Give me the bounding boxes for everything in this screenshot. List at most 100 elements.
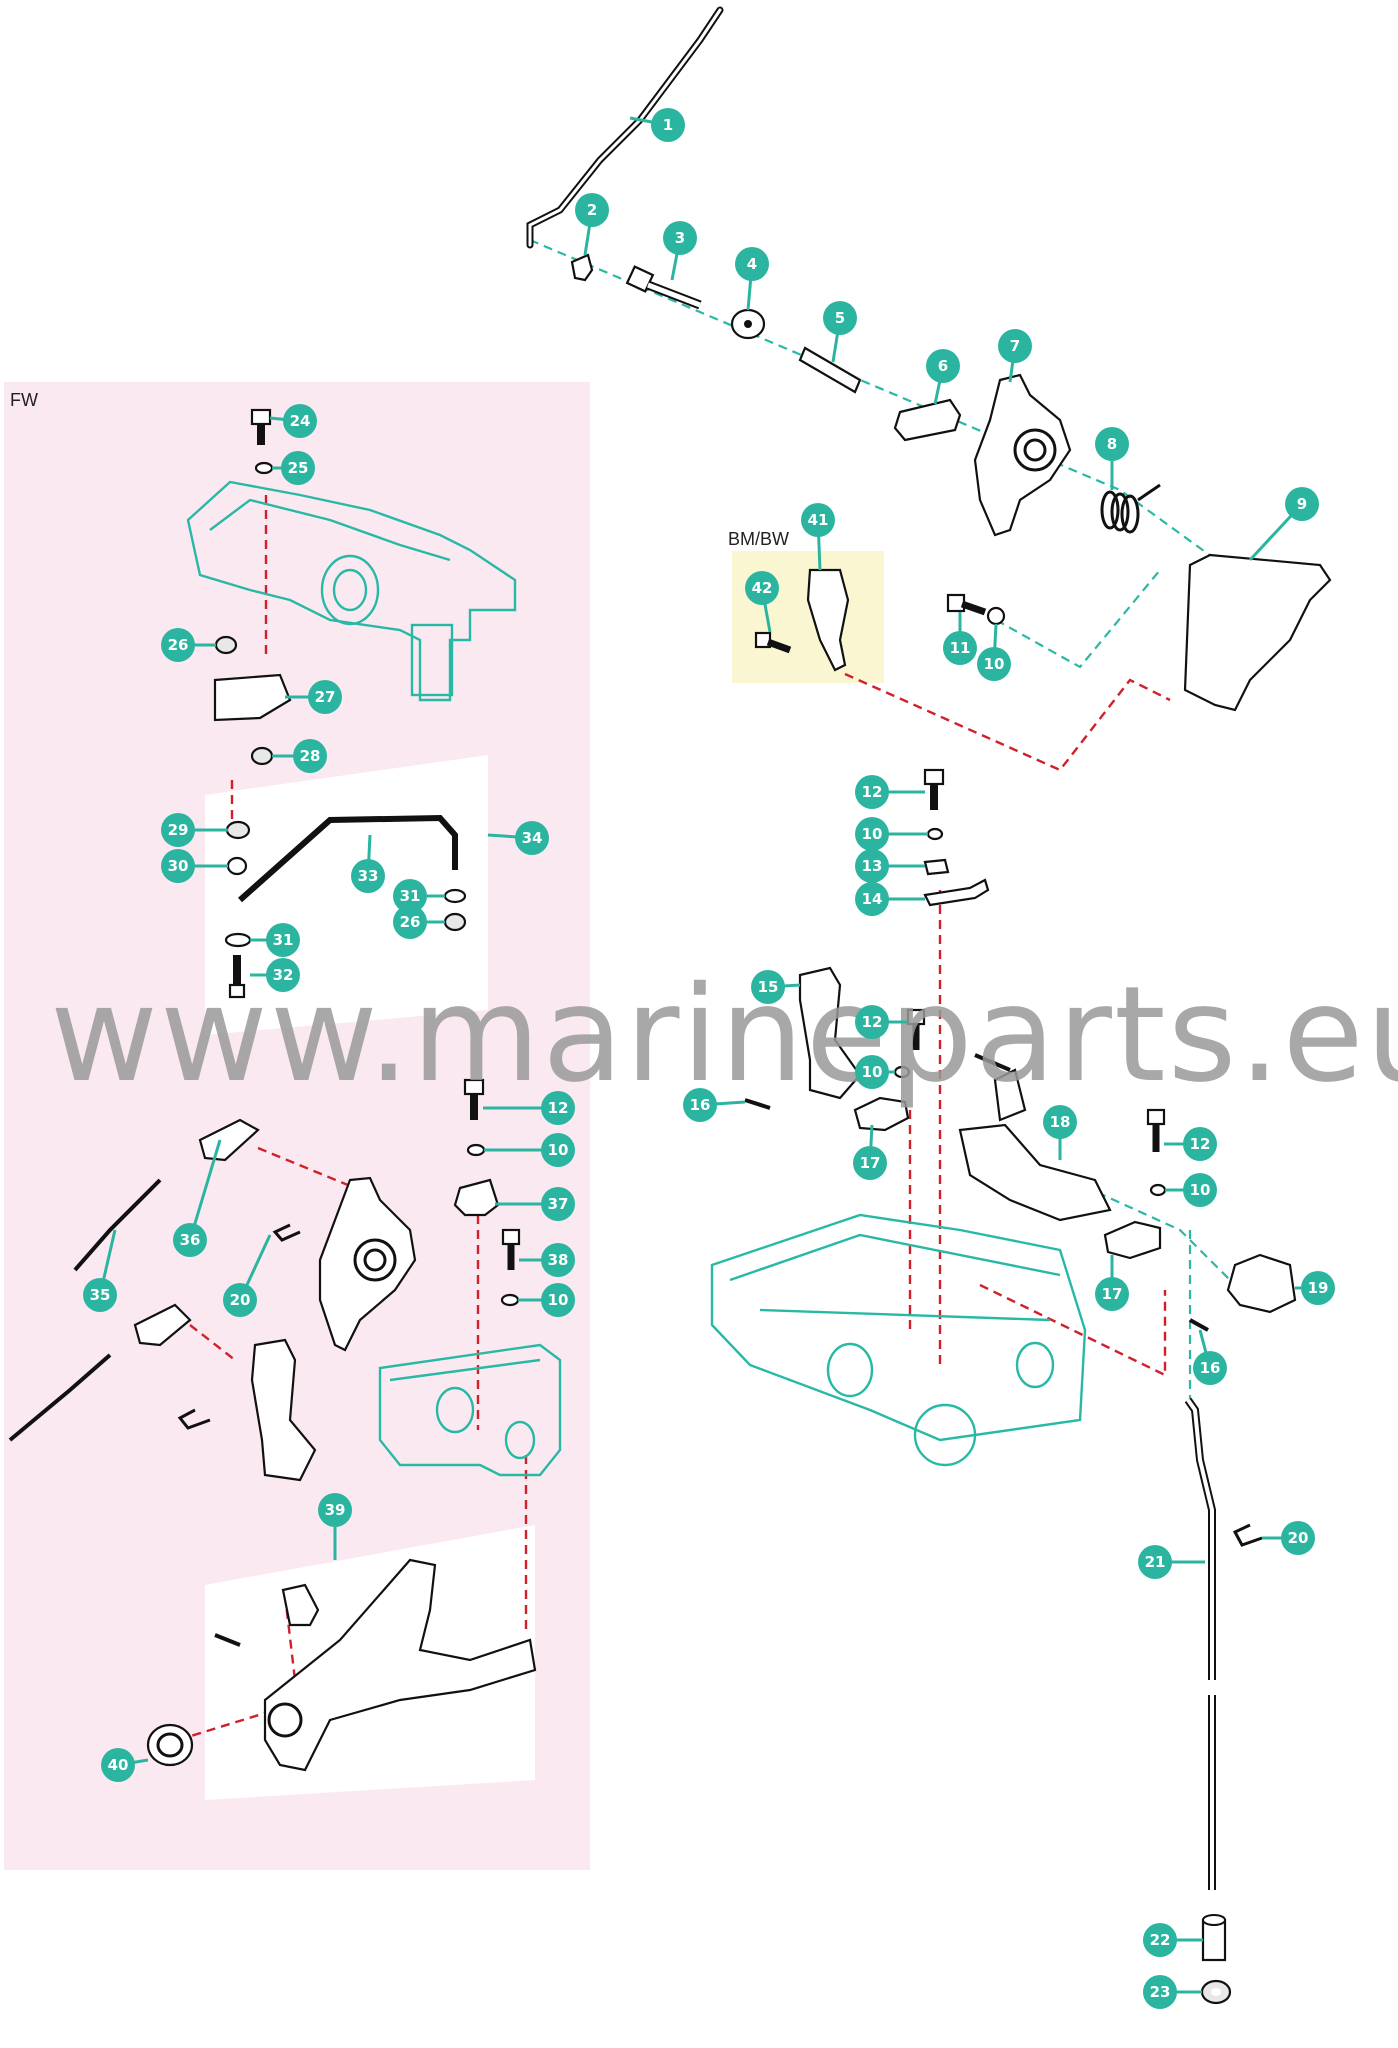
part-20-clip-c xyxy=(1232,1523,1263,1547)
part-37-bracket xyxy=(453,1178,500,1217)
callout-leader-36 xyxy=(188,1139,222,1241)
callout-badge-11 xyxy=(943,631,977,665)
callout-badge-33 xyxy=(351,859,385,893)
callout-badge-7 xyxy=(998,329,1032,363)
engine-block-top xyxy=(186,480,517,702)
callout-badge-22 xyxy=(1143,1923,1177,1957)
part-10-washer-e xyxy=(466,1143,486,1157)
callout-badge-19 xyxy=(1301,1271,1335,1305)
callout-badge-28 xyxy=(293,739,327,773)
callout-number-6: 6 xyxy=(938,357,948,375)
callout-number-15: 15 xyxy=(758,978,779,996)
callout-badge-35 xyxy=(83,1278,117,1312)
callout-badge-29 xyxy=(161,813,195,847)
callout-number-34: 34 xyxy=(522,829,543,847)
part-11-bolt xyxy=(946,593,987,616)
callout-badge-1 xyxy=(651,108,685,142)
part-10-washer-f xyxy=(500,1293,520,1307)
callout-badge-10 xyxy=(1183,1173,1217,1207)
callout-badge-25 xyxy=(281,451,315,485)
part-12-bolt-b xyxy=(906,1008,926,1050)
callout-number-32: 32 xyxy=(273,966,294,984)
callout-badge-4 xyxy=(735,247,769,281)
callout-badge-12 xyxy=(855,1005,889,1039)
callout-badge-20 xyxy=(1281,1521,1315,1555)
callout-badge-6 xyxy=(926,349,960,383)
callout-number-14: 14 xyxy=(862,890,883,908)
bm-bw-panel xyxy=(732,551,884,683)
callout-number-12: 12 xyxy=(548,1099,569,1117)
callout-badge-18 xyxy=(1043,1105,1077,1139)
callout-number-37: 37 xyxy=(548,1195,569,1213)
callout-badge-16 xyxy=(683,1088,717,1122)
callout-number-17: 17 xyxy=(860,1154,881,1172)
part-20-clip-b xyxy=(177,1408,211,1430)
part-32-bolt xyxy=(228,955,246,999)
part-16-pin-b xyxy=(1189,1318,1209,1332)
part-16-pin-a xyxy=(744,1098,771,1110)
part-8-spring xyxy=(1100,483,1161,534)
callout-number-16: 16 xyxy=(1200,1359,1221,1377)
callout-badge-38 xyxy=(541,1243,575,1277)
callout-number-31: 31 xyxy=(273,931,294,949)
callout-number-1: 1 xyxy=(663,116,673,134)
part-5-sleeve xyxy=(798,346,862,394)
part-6-link xyxy=(893,398,962,442)
callout-badge-16 xyxy=(1193,1351,1227,1385)
callout-number-18: 18 xyxy=(1050,1113,1071,1131)
part-15-lever-b xyxy=(250,1338,317,1482)
callout-number-41: 41 xyxy=(808,511,829,529)
callout-number-10: 10 xyxy=(862,1063,883,1081)
part-2-clip xyxy=(570,253,594,282)
callout-badge-12 xyxy=(855,775,889,809)
part-20-clip-a xyxy=(272,1223,301,1242)
part-4-washer xyxy=(730,308,766,340)
part-38-bolt xyxy=(501,1228,521,1270)
callout-number-25: 25 xyxy=(288,459,309,477)
assembly-lines xyxy=(177,238,1289,1742)
part-28-nut xyxy=(250,746,274,766)
callout-badge-24 xyxy=(283,404,317,438)
part-10-washer-b xyxy=(926,827,944,841)
part-39-bracket xyxy=(263,1558,537,1772)
callout-number-10: 10 xyxy=(984,655,1005,673)
callout-number-19: 19 xyxy=(1308,1279,1329,1297)
part-14-link xyxy=(923,878,990,907)
part-12-bolt-a xyxy=(923,768,945,810)
callout-badge-10 xyxy=(855,817,889,851)
watermark: www.marineparts.eu xyxy=(50,958,1398,1112)
part-26-nut-a xyxy=(214,635,238,655)
callout-number-4: 4 xyxy=(747,255,757,273)
part-7-cam xyxy=(973,373,1072,537)
callout-number-39: 39 xyxy=(325,1501,346,1519)
callout-number-40: 40 xyxy=(108,1756,129,1774)
callout-badge-3 xyxy=(663,221,697,255)
part-36-connector-b xyxy=(133,1303,192,1347)
callout-badge-10 xyxy=(541,1133,575,1167)
callout-badge-37 xyxy=(541,1187,575,1221)
callout-badge-21 xyxy=(1138,1545,1172,1579)
callout-number-7: 7 xyxy=(1010,337,1020,355)
callout-badge-10 xyxy=(855,1055,889,1089)
callout-badge-5 xyxy=(823,301,857,335)
callout-badge-13 xyxy=(855,849,889,883)
callout-number-11: 11 xyxy=(950,639,971,657)
part-36-connector-a xyxy=(198,1118,260,1162)
callout-badge-39 xyxy=(318,1493,352,1527)
part-10-washer-d xyxy=(1149,1183,1167,1197)
part-15-lever xyxy=(798,966,862,1100)
part-42-screw xyxy=(754,631,792,654)
part-17-clamp-b xyxy=(1103,1220,1162,1260)
callout-badge-14 xyxy=(855,882,889,916)
callout-badge-15 xyxy=(751,970,785,1004)
callout-number-22: 22 xyxy=(1150,1931,1171,1949)
callout-badge-17 xyxy=(853,1146,887,1180)
engine-block-lower xyxy=(710,1213,1087,1467)
fw-label: FW xyxy=(10,390,38,410)
callout-number-17: 17 xyxy=(1102,1285,1123,1303)
callout-number-16: 16 xyxy=(690,1096,711,1114)
part-10-washer-a xyxy=(986,606,1006,626)
callout-badge-12 xyxy=(1183,1127,1217,1161)
callout-number-3: 3 xyxy=(675,229,685,247)
callout-badge-40 xyxy=(101,1748,135,1782)
